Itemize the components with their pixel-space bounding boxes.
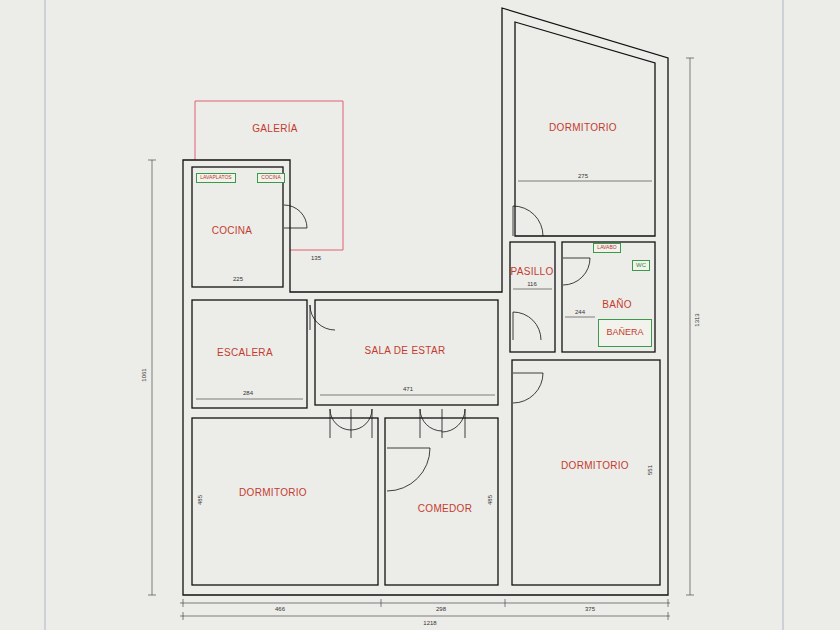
dimension-label: 225 xyxy=(233,276,243,282)
dimension-label: 551 xyxy=(647,465,653,475)
fixture-box: WC xyxy=(632,260,650,271)
room-label: ESCALERA xyxy=(217,347,273,358)
dimension-label: 485 xyxy=(197,495,203,505)
room: DORMITORIO xyxy=(193,419,377,584)
fixture-label: LAVAPLATOS xyxy=(200,175,231,180)
room-label: COCINA xyxy=(212,225,253,236)
room: COMEDOR xyxy=(386,419,497,584)
dimension-label: 1218 xyxy=(423,620,436,626)
room-label: DORMITORIO xyxy=(239,487,307,498)
dimension-label: 485 xyxy=(487,495,493,505)
room-label: DORMITORIO xyxy=(561,460,629,471)
dimension-label: 135 xyxy=(311,255,321,261)
room: COCINA LAVAPLATOS COCINA xyxy=(193,168,282,286)
room: DORMITORIO xyxy=(516,64,654,234)
room-label: BAÑO xyxy=(602,299,632,310)
room: GALERÍA xyxy=(197,103,341,151)
dimension-label: 466 xyxy=(275,606,285,612)
fixture-box: LAVABO xyxy=(593,243,621,253)
dimension-label: 116 xyxy=(527,281,537,287)
dimension-label: 1313 xyxy=(694,313,700,326)
room: PASILLO xyxy=(511,243,554,351)
room: DORMITORIO xyxy=(513,361,659,584)
room-label: DORMITORIO xyxy=(549,122,617,133)
room-label: GALERÍA xyxy=(252,123,297,134)
fixture-box: COCINA xyxy=(257,173,285,183)
room-label: COMEDOR xyxy=(418,503,472,514)
fixture-box: LAVAPLATOS xyxy=(196,173,236,183)
fixture-label: COCINA xyxy=(261,175,280,180)
dimension-label: 275 xyxy=(578,173,588,179)
dimension-label: 244 xyxy=(575,309,585,315)
fixture-label: BAÑERA xyxy=(606,328,643,337)
dimension-label: 471 xyxy=(403,386,413,392)
room-label: SALA DE ESTAR xyxy=(365,345,446,356)
fixture-label: WC xyxy=(636,262,646,268)
room-label: PASILLO xyxy=(510,266,553,277)
dimension-label: 298 xyxy=(436,606,446,612)
dimension-label: 375 xyxy=(585,606,595,612)
dimension-label: 1061 xyxy=(141,368,147,381)
fixture-box: BAÑERA xyxy=(598,319,652,347)
fixture-label: LAVABO xyxy=(597,245,616,250)
room: BAÑO LAVABO WC BAÑERA xyxy=(563,243,654,351)
dimension-label: 284 xyxy=(243,390,253,396)
